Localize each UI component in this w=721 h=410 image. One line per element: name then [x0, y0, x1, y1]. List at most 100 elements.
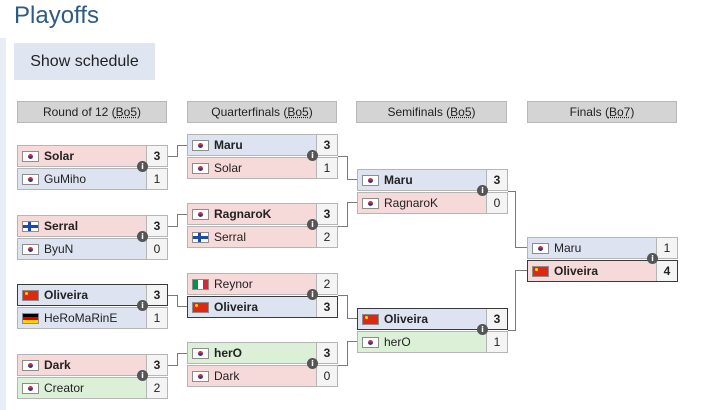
player-cell: Creator	[18, 378, 146, 398]
score: 0	[316, 366, 337, 386]
connector-line	[177, 306, 187, 307]
match-slot[interactable]: Maru 3	[187, 134, 338, 156]
connector-line	[508, 191, 516, 192]
player-name: Oliveira	[384, 312, 429, 326]
player-name: Dark	[214, 369, 240, 383]
match-info-icon[interactable]: i	[307, 150, 318, 161]
match-info-icon[interactable]: i	[137, 231, 148, 242]
match-info-icon[interactable]: i	[307, 289, 318, 300]
match-slot[interactable]: Maru 1	[527, 237, 678, 259]
match-slot[interactable]: RagnaroK 3	[187, 203, 338, 225]
score: 2	[146, 378, 167, 398]
match-slot[interactable]: Oliveira 3	[17, 284, 168, 306]
player-cell: Solar	[18, 146, 146, 166]
score: 1	[656, 238, 677, 258]
page-title: Playoffs	[14, 2, 99, 29]
connector-line	[347, 341, 357, 342]
player-name: Oliveira	[214, 300, 259, 314]
connector-line	[177, 145, 187, 146]
round-format: Bo5	[450, 105, 472, 119]
player-cell: Serral	[18, 216, 146, 236]
player-cell: herO	[188, 343, 316, 363]
match-slot[interactable]: HeRoMaRinE 1	[17, 307, 168, 329]
player-name: RagnaroK	[214, 207, 272, 221]
player-cell: RagnaroK	[188, 204, 316, 224]
flag-korea-icon	[192, 139, 209, 151]
match-slot[interactable]: Serral 2	[187, 226, 338, 248]
score: 3	[146, 285, 167, 305]
player-cell: Serral	[188, 227, 316, 247]
connector-line	[347, 202, 348, 227]
connector-line	[177, 353, 178, 366]
flag-korea-icon	[22, 359, 39, 371]
round-close: )	[630, 105, 635, 119]
match-slot[interactable]: Creator 2	[17, 377, 168, 399]
player-name: Maru	[384, 173, 413, 187]
match-slot[interactable]: RagnaroK 0	[357, 192, 508, 214]
match-slot[interactable]: Oliveira 3	[357, 308, 508, 330]
score: 1	[146, 308, 167, 328]
round-close: )	[308, 105, 313, 119]
flag-korea-icon	[362, 174, 379, 186]
player-name: Solar	[214, 161, 243, 175]
connector-line	[347, 202, 357, 203]
round-format: Bo5	[287, 105, 309, 119]
match-slot[interactable]: Oliveira 3	[187, 296, 338, 318]
match-slot[interactable]: Oliveira 4	[527, 260, 678, 282]
match-info-icon[interactable]: i	[137, 370, 148, 381]
connector-line	[347, 341, 348, 366]
player-name: Creator	[44, 381, 85, 395]
match-slot[interactable]: Dark 3	[17, 354, 168, 376]
connector-line	[338, 226, 348, 227]
match-slot[interactable]: Maru 3	[357, 169, 508, 191]
match-slot[interactable]: herO 3	[187, 342, 338, 364]
match-info-icon[interactable]: i	[137, 161, 148, 172]
score: 1	[146, 169, 167, 189]
flag-china-icon	[22, 289, 39, 301]
score: 3	[316, 135, 337, 155]
player-name: RagnaroK	[384, 196, 439, 210]
flag-korea-icon	[22, 173, 39, 185]
match-info-icon[interactable]: i	[307, 358, 318, 369]
connector-line	[338, 365, 348, 366]
match-info-icon[interactable]: i	[647, 253, 658, 264]
connector-line	[168, 365, 178, 366]
flag-korea-icon	[192, 370, 209, 382]
connector-line	[515, 191, 516, 248]
flag-germany-icon	[22, 312, 39, 324]
match-slot[interactable]: Reynor 2	[187, 273, 338, 295]
flag-finland-icon	[192, 231, 209, 243]
player-cell: Maru	[188, 135, 316, 155]
connector-line	[168, 156, 178, 157]
match-slot[interactable]: herO 1	[357, 331, 508, 353]
flag-korea-icon	[362, 336, 379, 348]
score: 3	[316, 297, 337, 317]
round-title: Quarterfinals (	[211, 105, 288, 119]
round-format: Bo5	[115, 105, 138, 119]
score: 3	[146, 216, 167, 236]
connector-line	[168, 295, 178, 296]
player-cell: Dark	[18, 355, 146, 375]
connector-line	[177, 214, 178, 227]
match-info-icon[interactable]: i	[477, 324, 488, 335]
score: 0	[146, 239, 167, 259]
player-name: Oliveira	[44, 288, 89, 302]
match-slot[interactable]: Solar 3	[17, 145, 168, 167]
player-name: Oliveira	[554, 264, 599, 278]
connector-line	[168, 226, 178, 227]
match-slot[interactable]: Serral 3	[17, 215, 168, 237]
match-info-icon[interactable]: i	[477, 185, 488, 196]
round-title: Round of 12 (	[42, 105, 116, 119]
player-name: Serral	[214, 230, 247, 244]
player-cell: Oliveira	[528, 261, 656, 281]
match-slot[interactable]: GuMiho 1	[17, 168, 168, 190]
match-info-icon[interactable]: i	[137, 300, 148, 311]
flag-china-icon	[532, 265, 549, 277]
match-slot[interactable]: Solar 1	[187, 157, 338, 179]
player-name: herO	[384, 335, 411, 349]
show-schedule-button[interactable]: Show schedule	[14, 43, 155, 80]
match-slot[interactable]: ByuN 0	[17, 238, 168, 260]
match-slot[interactable]: Dark 0	[187, 365, 338, 387]
match-info-icon[interactable]: i	[307, 219, 318, 230]
